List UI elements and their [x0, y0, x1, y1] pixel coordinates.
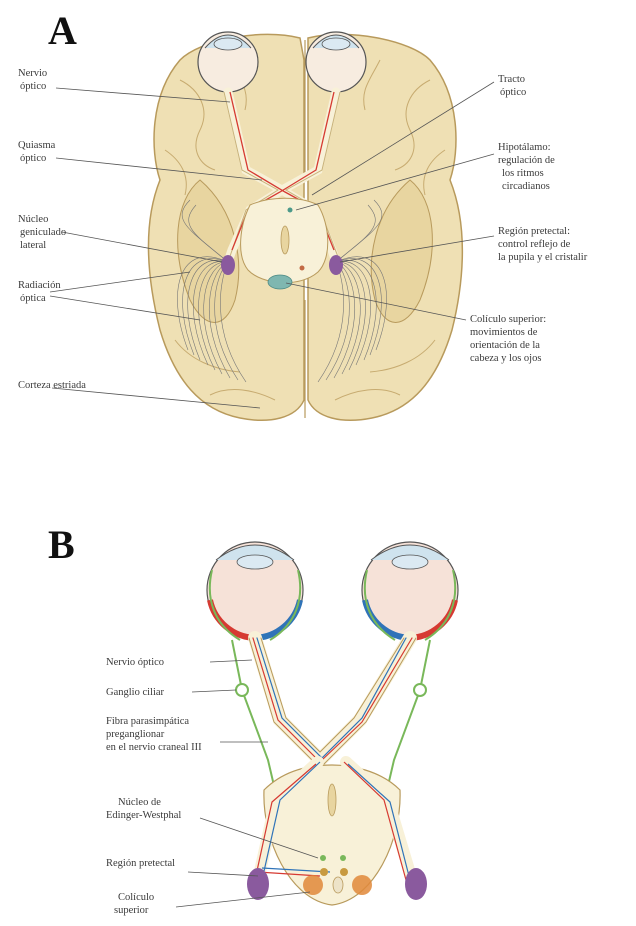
- pretectal-dot-a: [300, 266, 305, 271]
- label-nucleo-geniculado: Núcleo geniculado lateral: [18, 214, 69, 251]
- eye-left-b: [207, 542, 303, 640]
- superior-colliculus-right-b: [352, 875, 372, 895]
- pretectal-right-b: [340, 868, 348, 876]
- eye-right-a: [306, 32, 366, 92]
- superior-colliculus-a: [268, 275, 292, 289]
- label-corteza-estriada: Corteza estriada: [18, 380, 86, 391]
- eye-left-a: [198, 32, 258, 92]
- label-nucleo-edinger: Núcleo de Edinger-Westphal: [106, 797, 181, 821]
- lgn-left-a: [221, 255, 235, 275]
- pretectal-left-b: [320, 868, 328, 876]
- edinger-westphal-left: [320, 855, 326, 861]
- panel-a-letter: A: [48, 8, 77, 53]
- lgn-right-a: [329, 255, 343, 275]
- brain-illustration: [148, 32, 462, 420]
- ciliary-ganglion-right: [414, 684, 426, 696]
- eye-right-b: [362, 542, 458, 640]
- panel-a: A: [18, 8, 588, 420]
- superior-colliculus-left-b: [303, 875, 323, 895]
- label-ganglio-ciliar: Ganglio ciliar: [106, 687, 165, 698]
- label-fibra-parasimpatica: Fibra parasimpática preganglionar en el …: [106, 716, 202, 753]
- label-nervio-optico-b: Nervio óptico: [106, 657, 164, 668]
- label-coliculo-superior-a: Colículo superior: movimientos de orient…: [470, 314, 549, 364]
- optic-nerves-b: [249, 638, 416, 764]
- ciliary-ganglion-left: [236, 684, 248, 696]
- lgn-right-b: [405, 868, 427, 900]
- panel-b-letter: B: [48, 522, 75, 567]
- label-hipotalamo: Hipotálamo: regulación de los ritmos cir…: [498, 142, 557, 192]
- label-region-pretectal-a: Región pretectal: control reflejo de la …: [498, 226, 588, 263]
- lgn-left-b: [247, 868, 269, 900]
- label-tracto-optico: Tracto óptico: [498, 74, 528, 98]
- edinger-westphal-right: [340, 855, 346, 861]
- label-nervio-optico-a: Nervio óptico: [18, 68, 50, 92]
- label-region-pretectal-b: Región pretectal: [106, 858, 175, 869]
- label-quiasma-optico: Quiasma óptico: [18, 140, 58, 164]
- label-coliculo-superior-b: Colículo superior: [114, 892, 157, 916]
- hypothalamus-dot-a: [288, 208, 293, 213]
- panel-b: B: [48, 522, 458, 916]
- label-radiacion-optica: Radiación óptica: [18, 280, 63, 304]
